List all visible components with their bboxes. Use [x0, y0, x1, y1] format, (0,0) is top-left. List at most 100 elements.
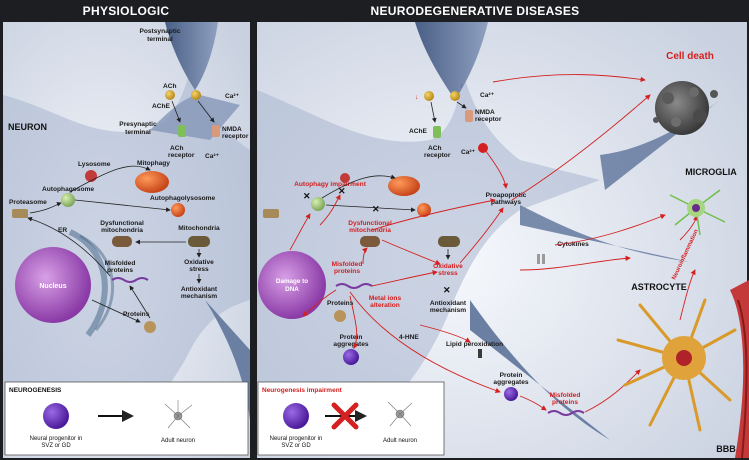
right-cell-death-icon: [653, 81, 718, 135]
right-protein-agg-label-1: Protein: [340, 334, 363, 341]
right-dys-mito-icon: [360, 236, 380, 247]
left-er-label: ER: [58, 227, 67, 234]
right-metal-label-1: Metal ions: [369, 295, 402, 302]
left-axon: [205, 300, 250, 420]
left-postsynaptic-terminal: [165, 22, 218, 90]
right-nmda-receptor-icon: [465, 110, 473, 122]
right-proapoptotic-label-2: pathways: [491, 199, 521, 206]
right-proteins-icon: [334, 310, 346, 322]
left-postsynaptic-label-2: terminal: [147, 36, 173, 43]
right-ach-receptor-icon: [433, 126, 441, 138]
left-lysosome-label: Lysosome: [78, 161, 111, 168]
right-protein-agg2-label-1: Protein: [500, 372, 523, 379]
right-misfolded-label-1: Misfolded: [332, 261, 363, 268]
right-proteasome-icon: [263, 209, 279, 218]
left-progenitor-icon: [43, 403, 69, 429]
left-autophagolysosome-icon: [171, 203, 185, 217]
left-proteasome-label: Proteasome: [9, 199, 47, 206]
left-presynaptic-label-2: terminal: [125, 129, 151, 136]
right-damage-dna-label-2: DNA: [285, 286, 299, 293]
right-progenitor-label-1: Neural progenitor in: [270, 436, 323, 442]
left-ach-receptor-icon: [178, 125, 186, 137]
left-progenitor-label-2: SVZ or GD: [41, 443, 71, 449]
left-proteasome-icon: [12, 209, 28, 218]
right-cell-death-label: Cell death: [666, 51, 714, 62]
right-protein-agg-label-2: aggregates: [333, 341, 369, 348]
right-astrocyte-label: ASTROCYTE: [631, 282, 687, 292]
left-header: PHYSIOLOGIC: [83, 4, 170, 18]
right-metal-label-2: alteration: [370, 302, 400, 309]
right-nmda-label-1: NMDA: [475, 109, 495, 116]
left-nmda-vesicle-icon: [191, 90, 201, 100]
left-ach-receptor-label-1: ACh: [170, 145, 184, 152]
right-hne-label: 4-HNE: [399, 334, 419, 341]
left-nmda-label-2: receptor: [222, 133, 249, 140]
right-ache-label: AChE: [409, 128, 428, 135]
right-mitochondria-icon: [438, 236, 460, 247]
left-autophagosome-label: Autophagosome: [42, 186, 94, 193]
right-autophagolysosome-icon: [417, 203, 431, 217]
right-adult-neuron-icon: [387, 401, 413, 427]
right-antioxidant-label-1: Antioxidant: [430, 300, 467, 307]
left-oxidative-label-1: Oxidative: [184, 259, 214, 266]
right-misfolded-label-2: proteins: [334, 268, 360, 275]
right-oxidative-label-2: stress: [438, 270, 458, 277]
right-ach-receptor-label-2: receptor: [424, 152, 451, 159]
right-antioxidant-label-2: mechanism: [430, 307, 466, 314]
right-progenitor-label-2: SVZ or GD: [281, 443, 311, 449]
left-nucleus-label: Nucleus: [39, 283, 66, 290]
left-ach-vesicle-icon: [165, 90, 175, 100]
left-neuron-body: [3, 70, 250, 455]
right-cytokines-label: Cytokines: [557, 241, 589, 248]
right-ca-mid-label: Ca²⁺: [461, 149, 476, 156]
left-ca-bottom-label: Ca²⁺: [205, 153, 220, 160]
right-autophagy-impairment-label: Autophagy impairment: [294, 181, 367, 188]
left-ache-label: AChE: [152, 103, 171, 110]
right-protein-aggregates2-icon: [504, 387, 518, 401]
left-dys-mito-label-2: mitochondria: [101, 227, 143, 234]
right-misfolded2-label-2: proteins: [552, 399, 578, 406]
left-misfolded-icon: [111, 277, 149, 283]
right-microglia-icon: [669, 189, 726, 236]
right-neuron-body: [257, 70, 600, 455]
left-mitophagy-label: Mitophagy: [137, 160, 170, 167]
right-astrocyte-icon: [616, 298, 737, 432]
left-misfolded-label-2: proteins: [107, 267, 133, 274]
right-header: NEURODEGENERATIVE DISEASES: [371, 4, 580, 18]
right-misfolded-icon: [335, 283, 373, 289]
right-misfolded2-label-1: Misfolded: [550, 392, 581, 399]
right-ca-up-arrow-icon: ↑: [460, 83, 463, 90]
left-proteins-icon: [144, 321, 156, 333]
left-postsynaptic-label-1: Postsynaptic: [139, 28, 180, 35]
right-progenitor-icon: [283, 403, 309, 429]
right-oxidative-label-1: Oxidative: [433, 263, 463, 270]
right-lipid-icon: [478, 349, 482, 358]
left-neurogenesis-title: NEUROGENESIS: [9, 387, 62, 394]
right-block-x-icon-1: ✕: [303, 191, 311, 201]
left-dys-mito-label-1: Dysfunctional: [100, 220, 144, 227]
left-oxidative-label-2: stress: [189, 266, 209, 273]
right-neurogenesis-impairment-label: Neurogenesis impairment: [262, 387, 343, 394]
left-proteins-label: Proteins: [123, 311, 150, 318]
left-antioxidant-label-1: Antioxidant: [181, 286, 218, 293]
left-nucleus-icon: [15, 247, 91, 323]
left-mitochondria-icon: [188, 236, 210, 247]
right-bbb-vessel-icon: [730, 280, 749, 459]
right-lysosome-icon: [340, 173, 350, 183]
left-misfolded-label-1: Misfolded: [105, 260, 136, 267]
right-nmda-vesicle-icon: [450, 91, 460, 101]
right-postsynaptic-terminal: [415, 22, 488, 100]
right-cytokine-icon-1: [537, 254, 540, 264]
right-proteins-label: Proteins: [327, 300, 354, 307]
right-microglia-label: MICROGLIA: [685, 167, 737, 177]
right-autophagosome-icon: [311, 197, 325, 211]
left-mitophagy-icon: [135, 171, 169, 193]
right-damage-dna-label-1: Damage to: [276, 278, 308, 285]
left-ach-label: ACh: [163, 83, 177, 90]
right-ach-down-arrow-icon: ↓: [415, 94, 418, 101]
left-autophagosome-icon: [61, 193, 75, 207]
left-antioxidant-label-2: mechanism: [181, 293, 217, 300]
right-nmda-label-2: receptor: [475, 116, 502, 123]
